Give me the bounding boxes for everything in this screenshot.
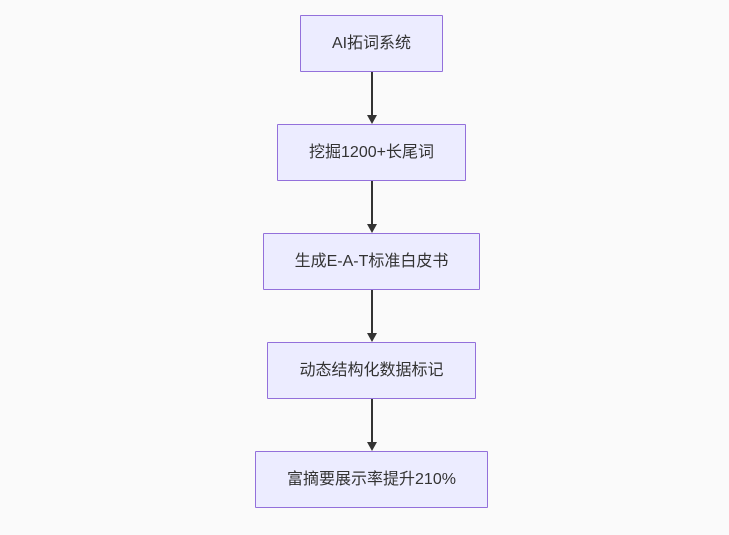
flow-node-label: 生成E-A-T标准白皮书	[294, 252, 449, 270]
flow-arrow-2	[366, 181, 377, 233]
arrow-line	[370, 399, 373, 442]
arrow-head-down-icon	[366, 442, 377, 451]
flowchart-column: AI拓词系统 挖掘1200+长尾词 生成E-A-T标准白皮书 动态结构化数据标记	[7, 0, 729, 508]
arrow-line	[370, 181, 373, 224]
flow-node-longtail-mining: 挖掘1200+长尾词	[277, 124, 466, 181]
flow-arrow-1	[366, 72, 377, 124]
flow-node-structured-data: 动态结构化数据标记	[267, 342, 476, 399]
arrow-head-down-icon	[366, 333, 377, 342]
flow-node-eat-whitepaper: 生成E-A-T标准白皮书	[262, 233, 481, 290]
flow-node-label: 富摘要展示率提升210%	[287, 470, 456, 488]
flow-arrow-3	[366, 290, 377, 342]
flow-node-rich-snippet-result: 富摘要展示率提升210%	[255, 451, 488, 508]
flow-node-ai-word-system: AI拓词系统	[299, 15, 444, 72]
arrow-head-down-icon	[366, 115, 377, 124]
flow-node-label: 挖掘1200+长尾词	[309, 143, 434, 161]
arrow-line	[370, 72, 373, 115]
flow-node-label: 动态结构化数据标记	[299, 361, 444, 379]
arrow-line	[370, 290, 373, 333]
flow-arrow-4	[366, 399, 377, 451]
arrow-head-down-icon	[366, 224, 377, 233]
flow-node-label: AI拓词系统	[331, 34, 412, 52]
